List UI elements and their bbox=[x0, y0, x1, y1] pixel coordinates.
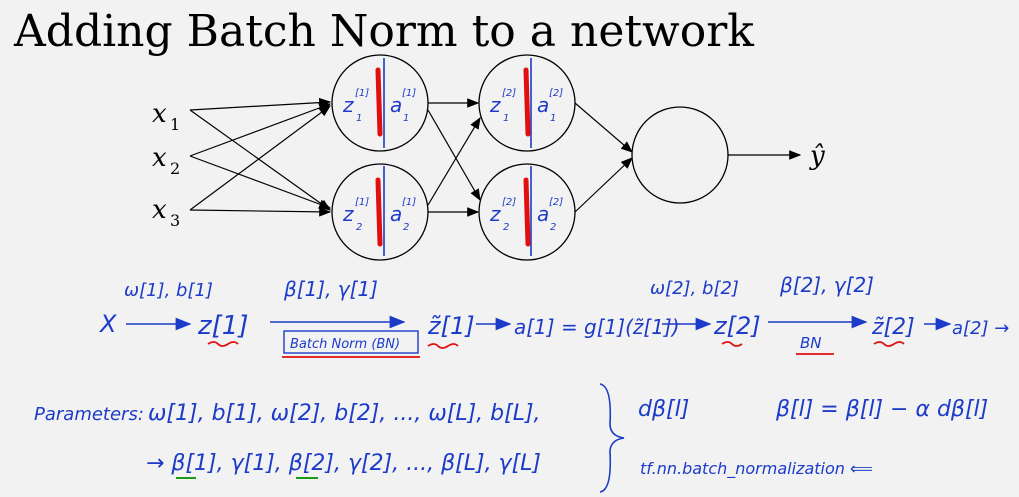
edges-layer1-layer2 bbox=[427, 98, 481, 217]
svg-text:2: 2 bbox=[503, 222, 509, 233]
node-splits bbox=[375, 58, 532, 256]
svg-text:z: z bbox=[489, 202, 501, 226]
svg-text:z: z bbox=[342, 93, 354, 117]
output-node bbox=[631, 106, 729, 204]
svg-text:[2]: [2] bbox=[502, 197, 516, 208]
svg-text:1: 1 bbox=[170, 115, 180, 134]
update-block: dβ[l] β[l] = β[l] − α dβ[l] tf.nn.batch_… bbox=[638, 397, 988, 479]
svg-text:[1]: [1] bbox=[355, 88, 369, 99]
layer1-node-2-labels: z [1] 2 a [1] 2 bbox=[342, 197, 416, 233]
svg-text:3: 3 bbox=[170, 211, 180, 230]
batchnorm-label: Batch Norm (BN) bbox=[290, 337, 400, 352]
parameters-block: Parameters: ω[1], b[1], ω[2], b[2], ...,… bbox=[34, 383, 625, 493]
update-rule: β[l] = β[l] − α dβ[l] bbox=[775, 397, 988, 422]
svg-text:2: 2 bbox=[170, 159, 180, 178]
tf-function: tf.nn.batch_normalization ⟸ bbox=[640, 459, 873, 479]
output-label: ŷ bbox=[809, 141, 825, 171]
svg-text:[1]: [1] bbox=[402, 88, 416, 99]
svg-text:a: a bbox=[537, 93, 549, 117]
input-x3: x 3 bbox=[152, 195, 180, 230]
dbeta: dβ[l] bbox=[638, 397, 689, 422]
pipeline-ztilde2: z̃[2] bbox=[871, 315, 915, 340]
svg-text:1: 1 bbox=[503, 113, 509, 124]
svg-text:2: 2 bbox=[550, 222, 556, 233]
svg-text:z: z bbox=[342, 202, 354, 226]
slide-title: Adding Batch Norm to a network bbox=[14, 6, 754, 57]
input-x2: x 2 bbox=[152, 143, 180, 178]
svg-text:2: 2 bbox=[356, 222, 362, 233]
svg-text:x: x bbox=[152, 195, 167, 225]
pipeline-w2b2: ω[2], b[2] bbox=[650, 278, 739, 299]
svg-text:[2]: [2] bbox=[549, 197, 563, 208]
svg-text:z: z bbox=[489, 93, 501, 117]
svg-text:1: 1 bbox=[550, 113, 556, 124]
pipeline-row: X ω[1], b[1] z[1] β[1], γ[1] Batch Norm … bbox=[98, 273, 1009, 358]
pipeline-x: X bbox=[98, 310, 117, 338]
layer1-node-1-labels: z [1] 1 a [1] 1 bbox=[342, 88, 416, 124]
input-x1: x 1 bbox=[152, 99, 180, 134]
bn-label: BN bbox=[800, 334, 822, 352]
svg-text:2: 2 bbox=[403, 222, 409, 233]
pipeline-ztilde1: z̃[1] bbox=[427, 312, 475, 340]
edges-layer2-output bbox=[574, 102, 633, 213]
pipeline-beta-gamma2: β[2], γ[2] bbox=[779, 273, 874, 297]
pipeline-a1-eq: a[1] = g[1](z̃[1]) bbox=[514, 315, 680, 339]
edges-input-layer1 bbox=[189, 97, 332, 217]
layer2-node-2-labels: z [2] 2 a [2] 2 bbox=[489, 197, 563, 233]
svg-text:a: a bbox=[390, 202, 402, 226]
parameters-label: Parameters: bbox=[34, 404, 144, 425]
svg-text:x: x bbox=[152, 143, 167, 173]
svg-text:a: a bbox=[390, 93, 402, 117]
svg-text:[2]: [2] bbox=[502, 88, 516, 99]
pipeline-z1: z[1] bbox=[197, 311, 248, 341]
svg-text:[1]: [1] bbox=[355, 197, 369, 208]
pipeline-beta-gamma1: β[1], γ[1] bbox=[283, 277, 378, 301]
svg-text:1: 1 bbox=[403, 113, 409, 124]
parameters-row1: ω[1], b[1], ω[2], b[2], ..., ω[L], b[L], bbox=[148, 401, 541, 426]
parameters-row2: → β[1], γ[1], β[2], γ[2], ..., β[L], γ[L… bbox=[146, 451, 541, 476]
svg-text:a: a bbox=[537, 202, 549, 226]
svg-text:x: x bbox=[152, 99, 167, 129]
pipeline-a2: a[2] → bbox=[952, 318, 1009, 339]
pipeline-w1b1: ω[1], b[1] bbox=[124, 280, 213, 301]
pipeline-z2: z[2] bbox=[713, 312, 761, 340]
svg-text:1: 1 bbox=[356, 113, 362, 124]
layer2-node-1-labels: z [2] 1 a [2] 1 bbox=[489, 88, 563, 124]
svg-text:[2]: [2] bbox=[549, 88, 563, 99]
svg-text:[1]: [1] bbox=[402, 197, 416, 208]
